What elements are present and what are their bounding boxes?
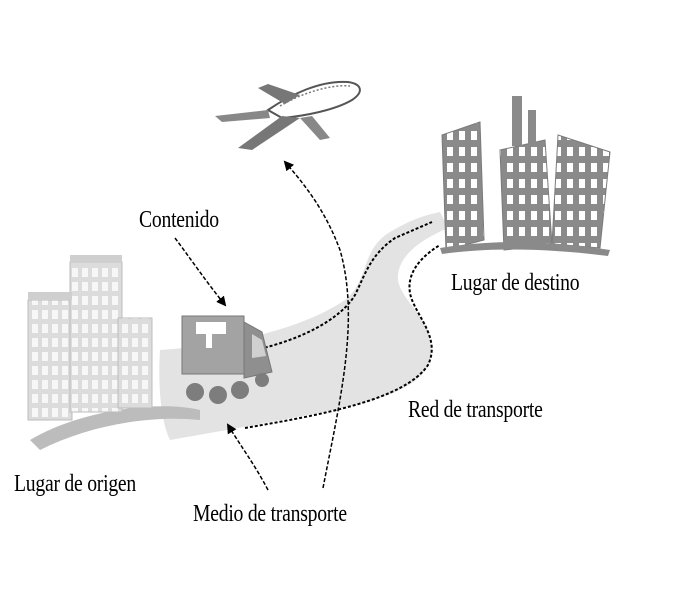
label-red-transporte: Red de transporte bbox=[408, 397, 543, 423]
road bbox=[159, 212, 449, 440]
label-medio-transporte: Medio de transporte bbox=[193, 501, 347, 527]
label-contenido: Contenido bbox=[139, 207, 219, 233]
content-arrow bbox=[174, 237, 227, 307]
origin-buildings-icon bbox=[27, 255, 200, 450]
vehicle-arrow bbox=[226, 423, 269, 491]
destination-buildings-icon bbox=[440, 96, 611, 256]
airplane-icon bbox=[215, 80, 361, 150]
label-lugar-origen: Lugar de origen bbox=[14, 471, 137, 497]
plane-arrow bbox=[283, 160, 350, 489]
label-lugar-destino: Lugar de destino bbox=[451, 270, 580, 296]
truck-icon bbox=[181, 315, 273, 404]
